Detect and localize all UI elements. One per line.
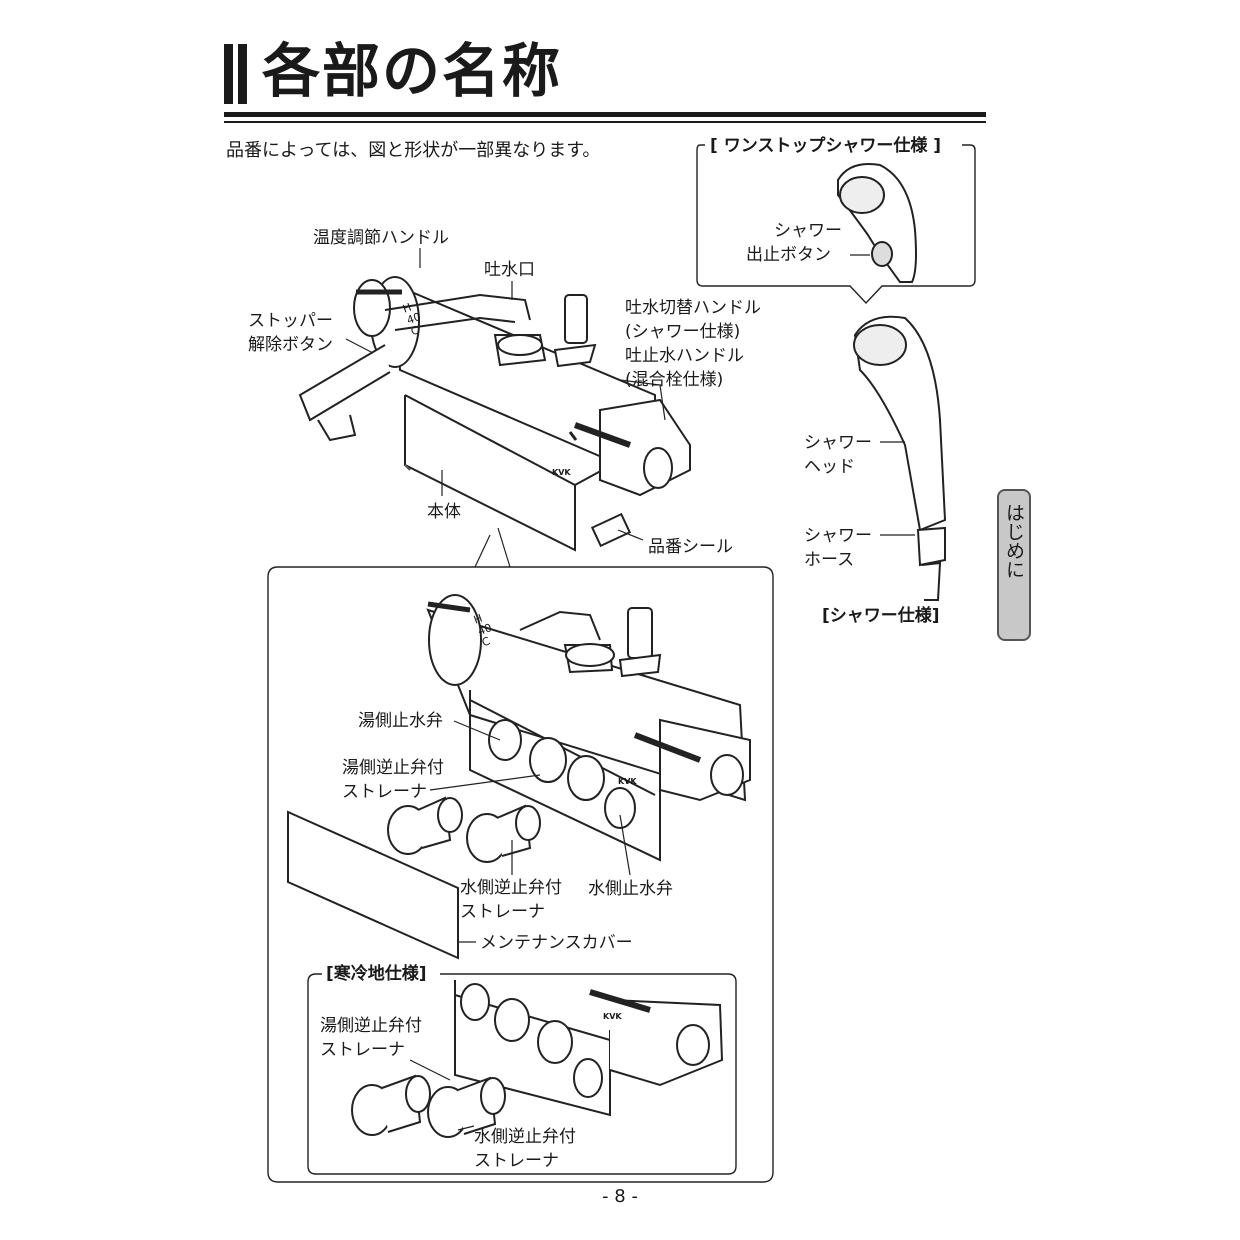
label-hot-strainer: 湯側逆止弁付 ストレーナ xyxy=(342,756,444,804)
cold-region-faucet xyxy=(351,980,724,1138)
cold-region-title: [寒冷地仕様] xyxy=(324,962,429,986)
label-shower-hose-line2: ホース xyxy=(804,550,855,570)
label-shower-head: シャワー ヘッド xyxy=(804,431,872,479)
page-note: 品番によっては、図と形状が一部異なります。 xyxy=(226,140,601,161)
label-cold-strainer-line2: ストレーナ xyxy=(460,902,545,922)
label-stopper-release-line2: 解除ボタン xyxy=(248,335,333,355)
label-cold-strainer: 水側逆止弁付 ストレーナ xyxy=(460,876,562,924)
label-temp-handle: 温度調節ハンドル xyxy=(313,228,449,248)
label-maintenance-cover: メンテナンスカバー xyxy=(480,933,633,953)
label-cold-cold-strainer: 水側逆止弁付 ストレーナ xyxy=(474,1125,576,1173)
label-stop-handle-line2: (混合栓仕様) xyxy=(625,370,724,390)
detail-brand-mark: KVK xyxy=(618,777,637,786)
label-hot-strainer-line1: 湯側逆止弁付 xyxy=(342,758,444,778)
detail-strainers xyxy=(387,796,541,863)
label-cold-strainer-line1: 水側逆止弁付 xyxy=(460,878,562,898)
onestop-title: [ ワンストップシャワー仕様 ] xyxy=(708,134,944,158)
label-cold-stop-valve: 水側止水弁 xyxy=(588,879,673,899)
detail-faucet xyxy=(426,594,751,862)
label-shower-button-line2: 出止ボタン xyxy=(746,245,831,265)
label-spout: 吐水口 xyxy=(484,260,535,280)
shower-head-illustration xyxy=(853,315,947,601)
label-shower-button-line1: シャワー xyxy=(774,221,842,241)
label-shower-hose-line1: シャワー xyxy=(804,526,872,546)
maintenance-cover-plate xyxy=(287,810,459,960)
label-switch-handle: 吐水切替ハンドル (シャワー仕様) 吐止水ハンドル (混合栓仕様) xyxy=(625,296,761,392)
page-title: 各部の名称 xyxy=(262,37,563,105)
label-shower-head-line1: シャワー xyxy=(804,433,872,453)
label-shower-hose: シャワー ホース xyxy=(804,524,872,572)
label-cold-hot-strainer-line2: ストレーナ xyxy=(320,1040,405,1060)
cold-brand-mark: KVK xyxy=(603,1012,622,1021)
label-hot-stop-valve: 湯側止水弁 xyxy=(358,711,443,731)
onestop-shower-head xyxy=(837,163,917,283)
shower-spec-caption: [シャワー仕様] xyxy=(822,606,940,626)
title-bar-mark xyxy=(224,44,248,104)
label-cold-cold-strainer-line1: 水側逆止弁付 xyxy=(474,1127,576,1147)
section-tab: はじめに xyxy=(997,489,1031,641)
page-number: - 8 - xyxy=(602,1186,638,1207)
title-rule xyxy=(224,112,986,117)
label-hot-strainer-line2: ストレーナ xyxy=(342,782,427,802)
label-stopper-release: ストッパー 解除ボタン xyxy=(248,309,333,357)
brand-mark: KVK xyxy=(552,468,571,477)
label-model-seal: 品番シール xyxy=(648,537,733,557)
label-cold-hot-strainer-line1: 湯側逆止弁付 xyxy=(320,1016,422,1036)
label-switch-handle-line2: (シャワー仕様) xyxy=(625,322,741,342)
faucet-illustration xyxy=(298,276,691,552)
label-stop-handle-line1: 吐止水ハンドル xyxy=(625,346,744,366)
label-stopper-release-line1: ストッパー xyxy=(248,311,333,331)
label-switch-handle-line1: 吐水切替ハンドル xyxy=(625,298,761,318)
section-tab-label: はじめに xyxy=(1003,503,1025,579)
label-shower-button: シャワー 出止ボタン xyxy=(746,219,842,267)
label-cold-cold-strainer-line2: ストレーナ xyxy=(474,1151,559,1171)
label-cold-hot-strainer: 湯側逆止弁付 ストレーナ xyxy=(320,1014,422,1062)
title-rule-thin xyxy=(224,121,986,123)
label-body: 本体 xyxy=(427,502,461,522)
label-shower-head-line2: ヘッド xyxy=(804,457,855,477)
